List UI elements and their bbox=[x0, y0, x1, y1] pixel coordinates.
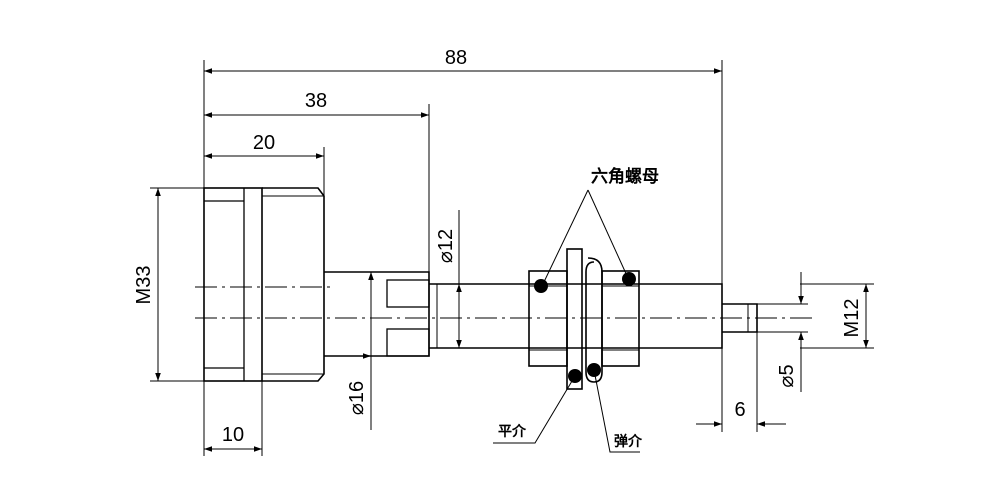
slot-upper bbox=[386, 279, 430, 308]
part-body bbox=[203, 187, 800, 390]
neck bbox=[324, 271, 430, 357]
hex-nut-right bbox=[601, 270, 640, 367]
dim-m33-label: M33 bbox=[133, 266, 155, 305]
callout-spring-washer: 弹介 bbox=[614, 433, 643, 450]
dim-dia16-label: ⌀16 bbox=[346, 381, 368, 415]
dim-88-label: 88 bbox=[445, 47, 467, 69]
dim-dia12-label: ⌀12 bbox=[435, 229, 457, 263]
dim-38-label: 38 bbox=[305, 90, 327, 112]
dim-10-label: 10 bbox=[222, 424, 244, 446]
callout-hex-nut: 六角螺母 bbox=[591, 166, 659, 187]
dim-6-label: 6 bbox=[734, 399, 745, 421]
slot-lower bbox=[386, 328, 430, 357]
dim-m12-label: M12 bbox=[841, 299, 863, 338]
hex-flange bbox=[203, 187, 263, 382]
flat-washer bbox=[566, 248, 583, 390]
dim-dia5-label: ⌀5 bbox=[776, 364, 798, 387]
leader-dot-nut-left bbox=[534, 279, 548, 293]
callout-flat-washer: 平介 bbox=[498, 423, 527, 440]
spring-washer bbox=[585, 257, 603, 383]
collar bbox=[262, 187, 325, 382]
shaft bbox=[429, 283, 723, 349]
leader-dot-nut-right bbox=[622, 272, 636, 286]
dim-20-label: 20 bbox=[253, 132, 275, 154]
